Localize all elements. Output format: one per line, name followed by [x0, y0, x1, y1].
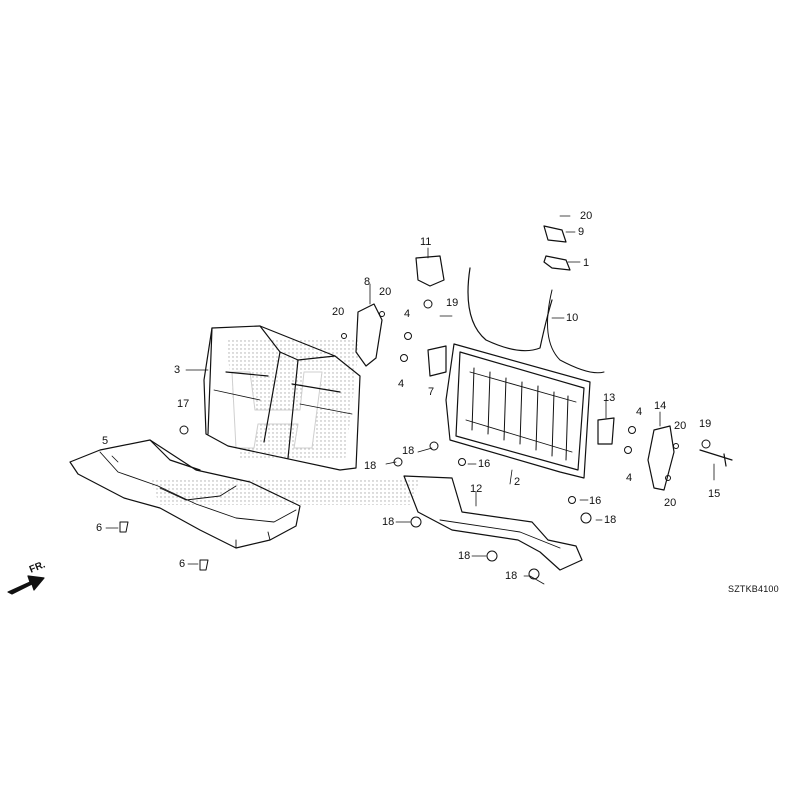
callout-1[interactable]: 1 [583, 257, 590, 269]
callout-7[interactable]: 7 [428, 386, 435, 398]
callout-18-d[interactable]: 18 [458, 550, 471, 562]
callout-17[interactable]: 17 [177, 398, 190, 410]
lower-frame-bar [403, 475, 583, 571]
callout-4-c[interactable]: 4 [636, 406, 643, 418]
callout-16-a[interactable]: 16 [478, 458, 491, 470]
front-direction-arrow [7, 575, 45, 595]
callout-20-e[interactable]: 20 [664, 497, 677, 509]
callout-2[interactable]: 2 [514, 476, 521, 488]
callout-18-e[interactable]: 18 [505, 570, 518, 582]
callout-4-a[interactable]: 4 [404, 308, 411, 320]
seat-back-cushion [203, 325, 361, 471]
drawing-code: SZTKB4100 [728, 584, 779, 594]
callout-14[interactable]: 14 [654, 400, 667, 412]
callout-18-c[interactable]: 18 [382, 516, 395, 528]
bracket-7 [427, 345, 447, 377]
callout-20-b[interactable]: 20 [332, 306, 345, 318]
callout-15[interactable]: 15 [708, 488, 721, 500]
seat-cushion [69, 439, 301, 549]
callout-20-d[interactable]: 20 [674, 420, 687, 432]
cover-part [415, 255, 445, 287]
callout-4-d[interactable]: 4 [626, 472, 633, 484]
callout-6-a[interactable]: 6 [96, 522, 103, 534]
callout-18-b[interactable]: 18 [402, 445, 415, 457]
hinge-bracket-right [647, 425, 675, 491]
leader-lines [105, 215, 715, 585]
callout-18-a[interactable]: 18 [364, 460, 377, 472]
bracket-13 [597, 417, 615, 445]
callout-11[interactable]: 11 [420, 236, 432, 248]
callout-20-c[interactable]: 20 [379, 286, 392, 298]
callout-18-f[interactable]: 18 [604, 514, 617, 526]
bolt-long [699, 449, 733, 467]
hinge-bracket-left [355, 303, 383, 367]
callout-3[interactable]: 3 [174, 364, 181, 376]
callout-10[interactable]: 10 [566, 312, 579, 324]
seat-back-frame [445, 343, 591, 479]
callout-5[interactable]: 5 [102, 435, 109, 447]
honda-watermark-logo [150, 340, 420, 505]
callout-19-a[interactable]: 19 [446, 297, 459, 309]
callout-12[interactable]: 12 [470, 483, 483, 495]
release-cable [467, 267, 605, 374]
callout-16-b[interactable]: 16 [589, 495, 602, 507]
callout-19-b[interactable]: 19 [699, 418, 712, 430]
callout-8[interactable]: 8 [364, 276, 371, 288]
fasteners [119, 299, 711, 580]
callout-6-b[interactable]: 6 [179, 558, 186, 570]
callout-9[interactable]: 9 [578, 226, 585, 238]
callout-4-b[interactable]: 4 [398, 378, 405, 390]
callout-20-a[interactable]: 20 [580, 210, 593, 222]
callout-13[interactable]: 13 [603, 392, 616, 404]
striker-parts [543, 225, 571, 271]
